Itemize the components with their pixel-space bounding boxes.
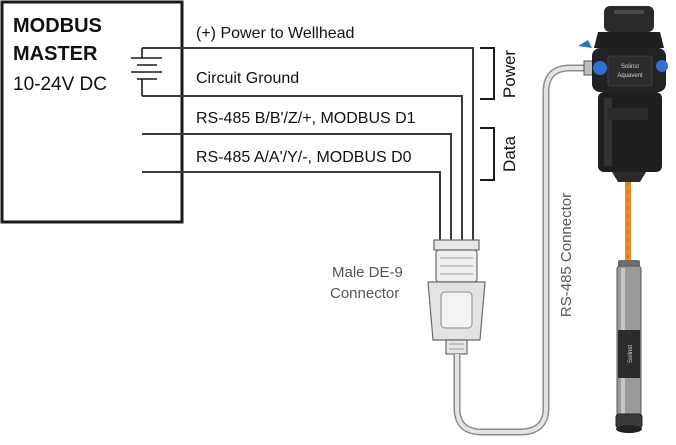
modbus-master-box: MODBUS MASTER 10-24V DC [0, 0, 184, 224]
port-left [593, 61, 607, 75]
wire-ground [142, 95, 463, 242]
device-product-text: Aquavent [617, 73, 643, 79]
label-power-wire: (+) Power to Wellhead [196, 25, 354, 42]
data-bracket [480, 127, 495, 181]
group-label-data: Data [500, 136, 519, 172]
probe-label-text: Solinst [628, 345, 634, 363]
wires [142, 47, 474, 242]
connector-label-line2: Connector [330, 285, 399, 302]
label-rs485-b: RS-485 B/B'/Z/+, MODBUS D1 [196, 110, 416, 127]
master-title-line2: MASTER [13, 43, 98, 65]
device-cap [604, 6, 654, 32]
cable-label: RS-485 Connector [558, 193, 575, 317]
battery-icon [131, 48, 162, 96]
port-tab [578, 40, 592, 48]
group-label-power: Power [500, 50, 519, 99]
wire-rs485-b [142, 133, 452, 242]
device-brand-text: Solinst [621, 64, 639, 70]
level-logger-probe: Solinst [615, 260, 643, 433]
power-bracket [480, 47, 495, 100]
connector-label-line1: Male DE-9 [332, 264, 403, 281]
master-voltage: 10-24V DC [13, 74, 107, 95]
wire-rs485-a [142, 171, 441, 242]
label-ground-wire: Circuit Ground [196, 70, 299, 87]
de9-connector [427, 239, 486, 355]
wire-power [142, 47, 474, 242]
label-rs485-a: RS-485 A/A'/Y/-, MODBUS D0 [196, 149, 412, 166]
port-right [656, 60, 668, 72]
rs485-cable-highlight [455, 66, 588, 434]
probe-label [618, 330, 640, 378]
master-title-line1: MODBUS [13, 15, 102, 37]
wellhead-device: Solinst Aquavent [578, 6, 668, 182]
